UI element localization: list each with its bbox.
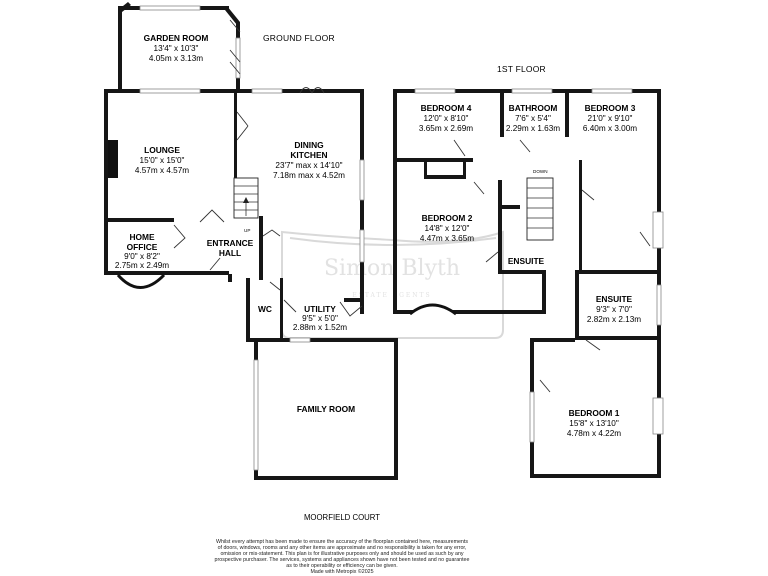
first-floor-stairs: DOWN xyxy=(526,169,554,241)
disclaimer: Whilst every attempt has been made to en… xyxy=(215,539,470,575)
room-dims-imperial: 9'0" x 8'2" xyxy=(124,252,160,261)
room-name: DINING xyxy=(294,140,323,150)
room-dims-imperial: 14'8" x 12'0" xyxy=(425,224,470,233)
room-name: UTILITY xyxy=(304,304,336,314)
room-dims-imperial: 9'5" x 5'0" xyxy=(302,314,338,323)
room-dims-imperial: 7'6" x 5'4" xyxy=(515,114,551,123)
ground-floor-windows xyxy=(116,5,365,471)
first-floor-label: 1ST FLOOR xyxy=(497,64,546,74)
room-dims-metric: 2.75m x 2.49m xyxy=(115,261,169,270)
room-name: BEDROOM 3 xyxy=(585,103,636,113)
room-dims-metric: 2.88m x 1.52m xyxy=(293,323,347,332)
room-garden-room: GARDEN ROOM 13'4" x 10'3" 4.05m x 3.13m xyxy=(144,33,209,63)
disclaimer-line: as to their operability or efficiency ca… xyxy=(286,563,398,569)
room-bedroom-4: BEDROOM 4 12'0" x 8'10" 3.65m x 2.69m xyxy=(419,103,473,133)
first-floor-walls xyxy=(393,89,664,478)
room-dims-metric: 3.65m x 2.69m xyxy=(419,124,473,133)
room-ensuite: ENSUITE 9'3" x 7'0" 2.82m x 2.13m xyxy=(587,294,641,324)
disclaimer-line: Whilst every attempt has been made to en… xyxy=(216,539,468,545)
first-floor-doors xyxy=(453,139,651,393)
disclaimer-line: omission or mis-statement. This plan is … xyxy=(220,551,463,557)
room-dims-metric: 4.57m x 4.57m xyxy=(135,166,189,175)
room-dims-imperial: 12'0" x 8'10" xyxy=(424,114,469,123)
room-dims-imperial: 15'8" x 13'10" xyxy=(569,419,619,428)
watermark-logo: Simon Blyth ESTATE AGENTS xyxy=(281,230,504,339)
room-bedroom-2: BEDROOM 2 14'8" x 12'0" 4.47m x 3.65m xyxy=(420,213,474,243)
ground-floor-stairs: UP xyxy=(233,177,259,233)
room-name: OFFICE xyxy=(127,242,158,252)
room-lounge: LOUNGE 15'0" x 15'0" 4.57m x 4.57m xyxy=(135,145,189,175)
stair-down-label: DOWN xyxy=(533,169,548,174)
first-floor-windows xyxy=(409,88,662,443)
room-name: BEDROOM 4 xyxy=(421,103,472,113)
watermark-name: Simon Blyth xyxy=(324,256,460,281)
room-dims-imperial: 21'0" x 9'10" xyxy=(588,114,633,123)
room-name: WC xyxy=(258,304,272,314)
room-name: HOME xyxy=(129,232,155,242)
room-entrance-hall: ENTRANCE HALL xyxy=(207,238,254,258)
ground-floor-doors xyxy=(173,19,363,317)
room-name: KITCHEN xyxy=(290,150,327,160)
room-name: LOUNGE xyxy=(144,145,180,155)
room-ensuite-bedroom-2: ENSUITE xyxy=(508,256,545,266)
room-name: BATHROOM xyxy=(509,103,558,113)
watermark-sub: ESTATE AGENTS xyxy=(352,292,431,299)
room-dining-kitchen: DINING KITCHEN 23'7" max x 14'10" 7.18m … xyxy=(273,140,345,180)
ground-floor-label: GROUND FLOOR xyxy=(263,33,335,43)
room-dims-metric: 4.05m x 3.13m xyxy=(149,54,203,63)
room-dims-metric: 2.82m x 2.13m xyxy=(587,315,641,324)
disclaimer-line: Made with Metropix ©2025 xyxy=(310,568,373,575)
room-dims-metric: 6.40m x 3.00m xyxy=(583,124,637,133)
room-utility: UTILITY 9'5" x 5'0" 2.88m x 1.52m xyxy=(293,304,347,332)
room-dims-imperial: 9'3" x 7'0" xyxy=(596,305,632,314)
disclaimer-line: prospective purchaser. The services, sys… xyxy=(215,557,470,563)
room-name: HALL xyxy=(219,248,241,258)
room-bathroom: BATHROOM 7'6" x 5'4" 2.29m x 1.63m xyxy=(506,103,560,133)
room-dims-imperial: 13'4" x 10'3" xyxy=(154,44,199,53)
room-name: ENTRANCE xyxy=(207,238,254,248)
room-bedroom-1: BEDROOM 1 15'8" x 13'10" 4.78m x 4.22m xyxy=(567,408,621,438)
room-name: BEDROOM 1 xyxy=(569,408,620,418)
room-name: BEDROOM 2 xyxy=(422,213,473,223)
street-label: MOORFIELD COURT xyxy=(304,513,380,522)
room-name: FAMILY ROOM xyxy=(297,404,355,414)
disclaimer-line: of doors, windows, rooms and any other i… xyxy=(218,545,467,551)
room-name: ENSUITE xyxy=(508,256,545,266)
room-dims-metric: 7.18m max x 4.52m xyxy=(273,171,345,180)
stair-up-label: UP xyxy=(244,228,250,233)
room-dims-imperial: 23'7" max x 14'10" xyxy=(275,161,342,170)
room-wc: WC xyxy=(258,304,272,314)
room-dims-metric: 2.29m x 1.63m xyxy=(506,124,560,133)
room-home-office: HOME OFFICE 9'0" x 8'2" 2.75m x 2.49m xyxy=(115,232,169,270)
room-dims-imperial: 15'0" x 15'0" xyxy=(140,156,185,165)
room-name: GARDEN ROOM xyxy=(144,33,209,43)
room-family-room: FAMILY ROOM xyxy=(297,404,355,414)
room-dims-metric: 4.47m x 3.65m xyxy=(420,234,474,243)
room-bedroom-3: BEDROOM 3 21'0" x 9'10" 6.40m x 3.00m xyxy=(583,103,637,133)
room-dims-metric: 4.78m x 4.22m xyxy=(567,429,621,438)
room-name: ENSUITE xyxy=(596,294,633,304)
